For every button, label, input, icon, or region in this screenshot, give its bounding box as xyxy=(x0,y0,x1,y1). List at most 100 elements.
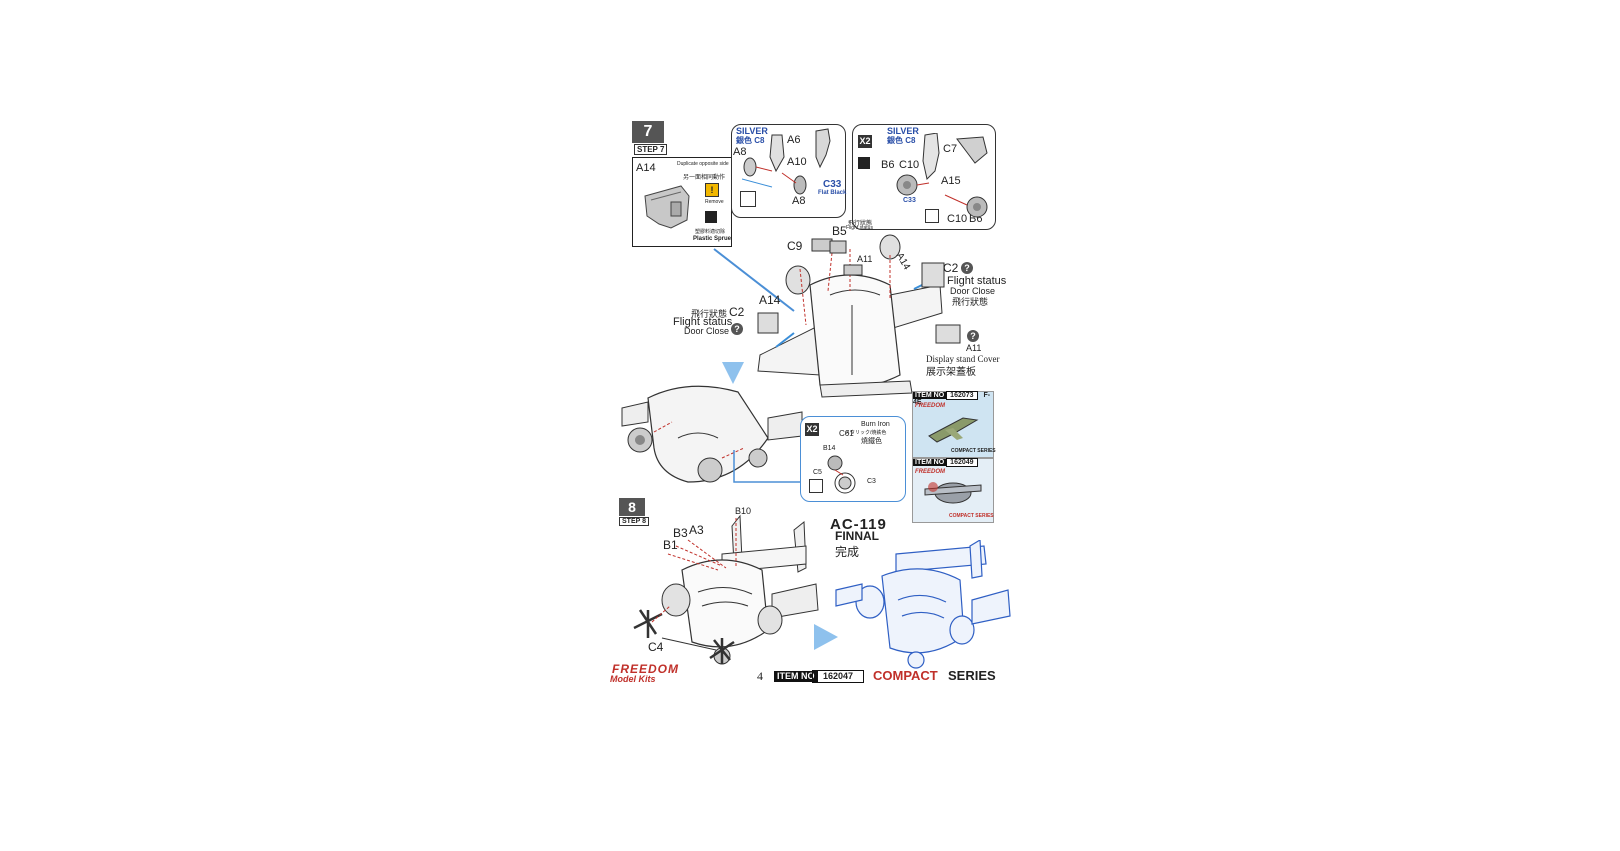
step8-part-b1: B1 xyxy=(663,538,678,552)
callout-door-close-left: Door Close xyxy=(684,326,730,336)
panel-c-paint-en: Burn Iron xyxy=(861,421,890,428)
callout-flight-cn-right: 飛行狀態 xyxy=(952,297,989,307)
panel-b-gear-illustration xyxy=(896,133,988,218)
step8-aircraft-illustration xyxy=(633,514,819,665)
callout-c2-right: C2 xyxy=(943,261,959,275)
inset-note-cn: 另一面相同動作 xyxy=(683,175,726,181)
help-icon-a11: ? xyxy=(967,330,979,342)
step8-part-c4: C4 xyxy=(648,640,664,654)
cut-icon xyxy=(705,211,717,223)
ad-2-series: COMPACT SERIES xyxy=(949,513,994,519)
step7-number: 7 xyxy=(632,121,664,143)
footer-item-label: ITEM NO xyxy=(774,671,818,682)
panel-c-pointer-line xyxy=(733,450,802,483)
callout-display-cover-en: Display stand Cover xyxy=(926,354,1000,364)
arrow-right-icon xyxy=(814,624,838,650)
panel-b-part-c10-left: C10 xyxy=(899,159,920,171)
inset-part-a14: A14 xyxy=(636,162,656,174)
step8-number: 8 xyxy=(619,498,645,516)
ad-f4e-brand: FREEDOM xyxy=(915,403,945,409)
ad-f4e-series: COMPACT SERIES xyxy=(951,448,996,454)
brand-logo: FREEDOM Model Kits xyxy=(608,662,682,686)
callout-flight-status-left: Flight status xyxy=(673,316,733,328)
step7-label: STEP 7 xyxy=(634,144,668,155)
panel-c-exhaust-illustration xyxy=(827,455,856,494)
final-cn: 完成 xyxy=(835,545,860,559)
ad-f4e-item-number: 162073 xyxy=(946,391,978,400)
final-en: FINNAL xyxy=(835,529,879,543)
footer-series-brand: COMPACT xyxy=(873,668,938,683)
step8-label: STEP 8 xyxy=(619,517,649,526)
final-title: AC-119 xyxy=(830,516,887,533)
final-aircraft-illustration xyxy=(835,540,1011,669)
callout-flight-cn-left: 飛行狀態 xyxy=(691,309,728,319)
panel-b-paint-en: SILVER xyxy=(887,126,919,136)
callout-c9: C9 xyxy=(787,239,803,253)
panel-a-part-a8-bottom: A8 xyxy=(792,195,806,207)
panel-a-part-c33: C33 xyxy=(823,179,842,190)
panel-b-part-b6-left: B6 xyxy=(881,159,895,171)
panel-c-no-glue-icon xyxy=(809,479,823,493)
panel-c-exhaust-assembly: X2 C61 Burn Iron メタリック/焼鉄色 燒鐵色 B14 C5 C3 xyxy=(800,416,906,502)
brand-line1: FREEDOM xyxy=(612,662,679,676)
panel-c-qty: X2 xyxy=(805,423,819,436)
panel-b-part-c7: C7 xyxy=(943,143,958,155)
panel-a-part-a10: A10 xyxy=(787,156,807,168)
ad-2-aircraft-image xyxy=(924,482,982,504)
ad-2-item-label: ITEM NO xyxy=(913,459,947,466)
panel-b-paint-code: 銀色 C8 xyxy=(887,136,916,145)
step8-part-a3: A3 xyxy=(689,523,704,537)
ad-2-brand: FREEDOM xyxy=(915,469,945,475)
inset-pointer-line xyxy=(713,248,795,312)
step8-part-b3: B3 xyxy=(673,526,688,540)
callout-a14-left: A14 xyxy=(759,293,781,307)
panel-a-part-a8-top: A8 xyxy=(733,146,747,158)
panel-c-paint-jp: メタリック/焼鉄色 xyxy=(845,430,887,436)
inset-sprue-en: Plastic Sprue xyxy=(693,236,732,242)
help-icon-right: ? xyxy=(961,262,973,274)
footer-item-number: 162047 xyxy=(812,670,865,683)
inset-remove-en: Remove xyxy=(705,199,724,205)
panel-b-part-c33: C33 xyxy=(903,197,916,204)
panel-b-qty: X2 xyxy=(858,135,872,148)
inset-sprue-cn: 塑膠料適切除 xyxy=(695,229,726,235)
callout-a11-right: A11 xyxy=(966,343,982,353)
inset-note-en: Duplicate opposite side xyxy=(677,161,729,167)
no-glue-icon xyxy=(740,191,756,207)
panel-a-gear-illustration xyxy=(742,128,831,195)
callout-a11-top: A11 xyxy=(857,254,873,264)
arrow-down-icon xyxy=(722,362,744,384)
panel-a-paint-en: SILVER xyxy=(736,126,768,136)
ad-f4e-model: F-4E xyxy=(913,392,991,406)
footer-series-word: SERIES xyxy=(948,668,996,683)
step8-part-b10: B10 xyxy=(735,506,752,516)
panel-a-part-a6: A6 xyxy=(787,134,801,146)
step7-aircraft-illustration xyxy=(757,234,961,398)
ad-f4e-item-label: ITEM NO xyxy=(913,392,947,399)
panel-b-no-glue-icon xyxy=(925,209,939,223)
callout-b5-en: Flight status xyxy=(846,225,873,231)
step7-front-view-illustration xyxy=(621,385,803,483)
panel-a-wheel-assembly: SILVER 銀色 C8 A6 A8 A10 C33 Flat Black A8 xyxy=(731,124,846,218)
panel-b-glue-icon xyxy=(858,157,870,169)
part-a14-illustration xyxy=(644,185,690,229)
warning-icon: ! xyxy=(705,183,719,197)
panel-b-wheel-assembly: X2 SILVER 銀色 C8 C7 B6 C10 A15 C10 B6 C33 xyxy=(852,124,996,230)
help-icon-left: ? xyxy=(731,323,743,335)
panel-a-paint2: Flat Black xyxy=(818,190,847,196)
callout-b5-cn: 飛行狀態 xyxy=(848,221,873,227)
panel-c-part-c5: C5 xyxy=(813,469,822,476)
callout-c2-left: C2 xyxy=(729,305,745,319)
panel-a-paint-code: 銀色 C8 xyxy=(736,136,765,145)
page-number: 4 xyxy=(757,669,763,683)
panel-b-part-c10-right: C10 xyxy=(947,213,968,225)
callout-door-close-right: Door Close xyxy=(950,286,996,296)
callout-b5: B5 xyxy=(832,224,847,238)
step7-inset-box: A14 Duplicate opposite side 另一面相同動作 ! Re… xyxy=(632,157,732,247)
callout-flight-status-right: Flight status xyxy=(947,275,1007,287)
panel-b-part-a15: A15 xyxy=(941,175,961,187)
